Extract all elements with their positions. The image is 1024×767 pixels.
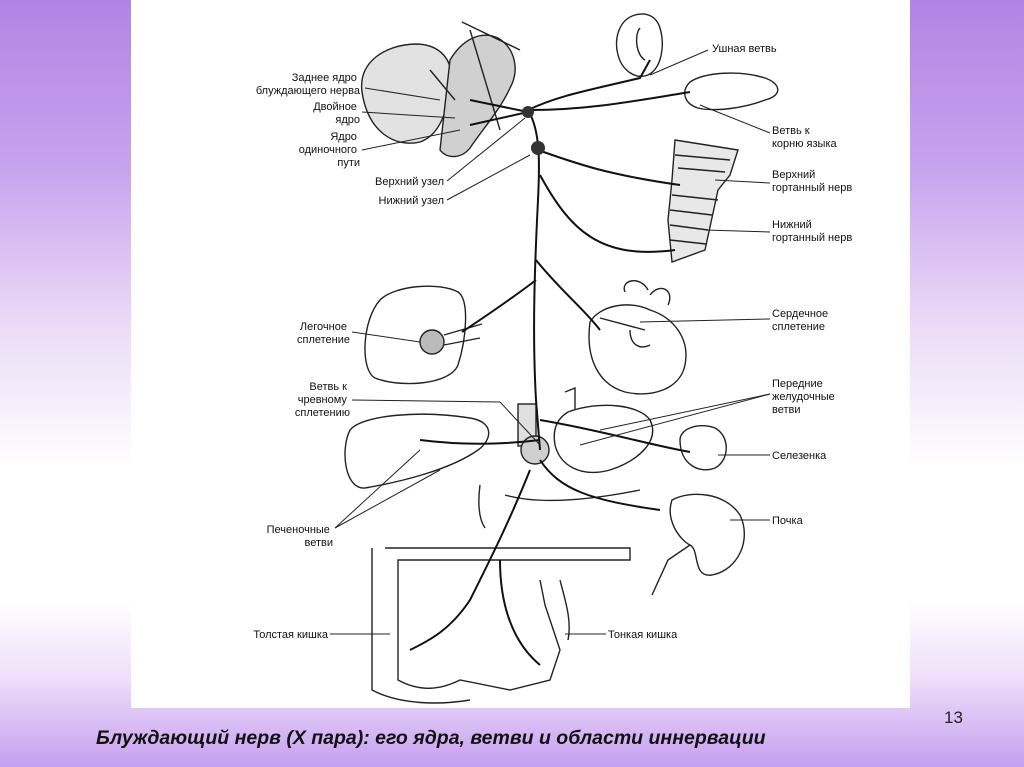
label-solitary-nucleus: Ядро одиночного пути [299,131,360,169]
label-kidney: Почка [772,515,804,527]
label-double-nucleus: Двойное ядро [313,101,360,126]
label-ear-branch: Ушная ветвь [712,43,777,55]
label-pulmonary-plexus: Легочное сплетение [297,321,350,346]
liver-drawing [344,413,490,489]
heart-drawing [588,304,687,395]
lung-drawing [364,285,467,385]
lower-ganglion-mark [531,141,545,155]
kidney-drawing [669,493,745,576]
label-hepatic-branches: Печеночные ветви [267,524,333,549]
larynx-drawing [667,139,739,263]
upper-ganglion-mark [522,106,534,118]
brainstem-drawing [361,43,452,144]
label-tongue-branch: Ветвь к корню языка [772,125,838,150]
label-lower-laryngeal: Нижний гортанный нерв [772,219,852,244]
ear-drawing [615,13,663,77]
slide-caption: Блуждающий нерв (X пара): его ядра, ветв… [96,727,766,749]
tongue-drawing [684,72,779,111]
large-intestine-drawing [371,547,631,704]
page-number: 13 [944,708,963,727]
label-lower-ganglion: Нижний узел [379,195,444,207]
label-large-intestine: Толстая кишка [253,629,329,641]
label-upper-ganglion: Верхний узел [375,176,444,188]
diagram-panel [131,0,910,708]
label-celiac-branch: Ветвь к чревному сплетению [295,381,350,419]
stomach-drawing [553,404,654,474]
vagus-trunk [527,109,541,451]
label-small-intestine: Тонкая кишка [608,629,678,641]
label-gastric-branches: Передние желудочные ветви [772,378,838,416]
label-spleen: Селезенка [772,450,827,462]
label-upper-laryngeal: Верхний гортанный нерв [772,169,852,194]
spleen-drawing [679,424,727,471]
label-cardiac-plexus: Сердечное сплетение [772,308,831,333]
label-posterior-nucleus: Заднее ядро блуждающего нерва [256,72,361,97]
